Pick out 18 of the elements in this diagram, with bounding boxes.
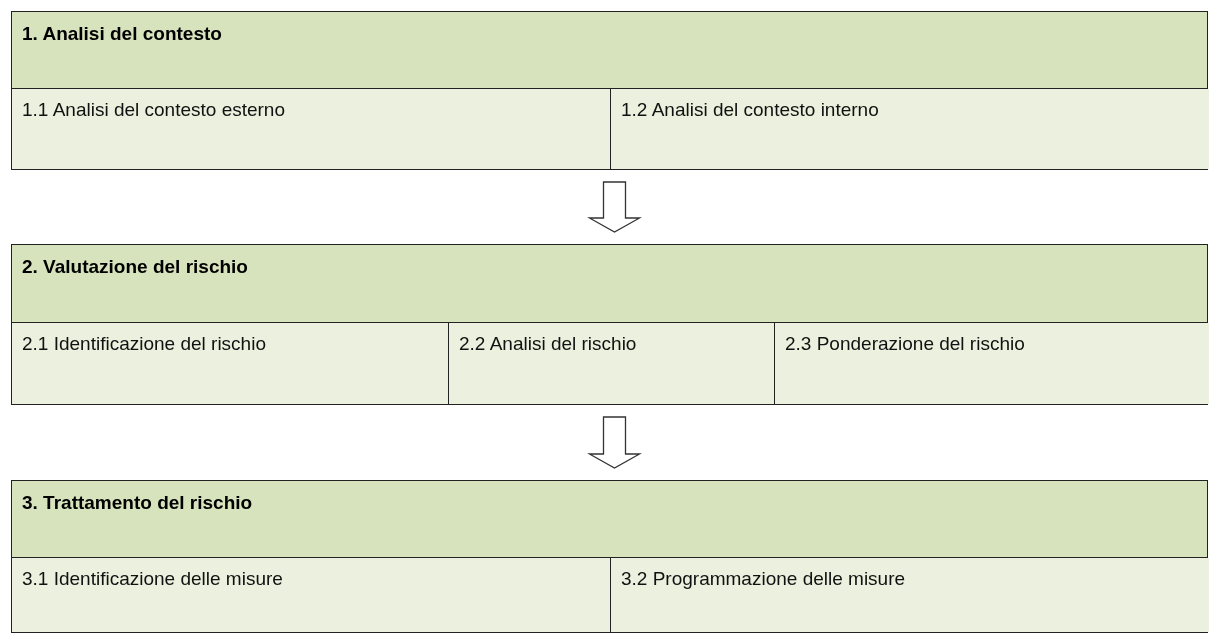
stage-table [11, 11, 1208, 170]
stage-heading: 2. Valutazione del rischio [12, 245, 1207, 323]
substep-label: 3.1 Identificazione delle misure [22, 568, 283, 590]
substep-label: 2.1 Identificazione del rischio [22, 333, 266, 355]
substep-cell [610, 89, 1209, 169]
substep-cell [774, 323, 1209, 404]
block-arrow [587, 416, 642, 469]
substep-label: 3.2 Programmazione delle misure [621, 568, 906, 590]
stage-heading: 3. Trattamento del rischio [12, 481, 1207, 558]
stage-heading: 1. Analisi del contesto [12, 12, 1207, 89]
substep-label: 2.2 Analisi del rischio [459, 333, 637, 355]
stage-table [11, 244, 1208, 405]
block-arrow [587, 181, 642, 233]
substep-label: 1.1 Analisi del contesto esterno [22, 99, 285, 121]
stage-table [11, 480, 1208, 633]
substep-label: 1.2 Analisi del contesto interno [621, 99, 879, 121]
substep-cell [610, 558, 1209, 632]
substep-label: 2.3 Ponderazione del rischio [785, 333, 1025, 355]
